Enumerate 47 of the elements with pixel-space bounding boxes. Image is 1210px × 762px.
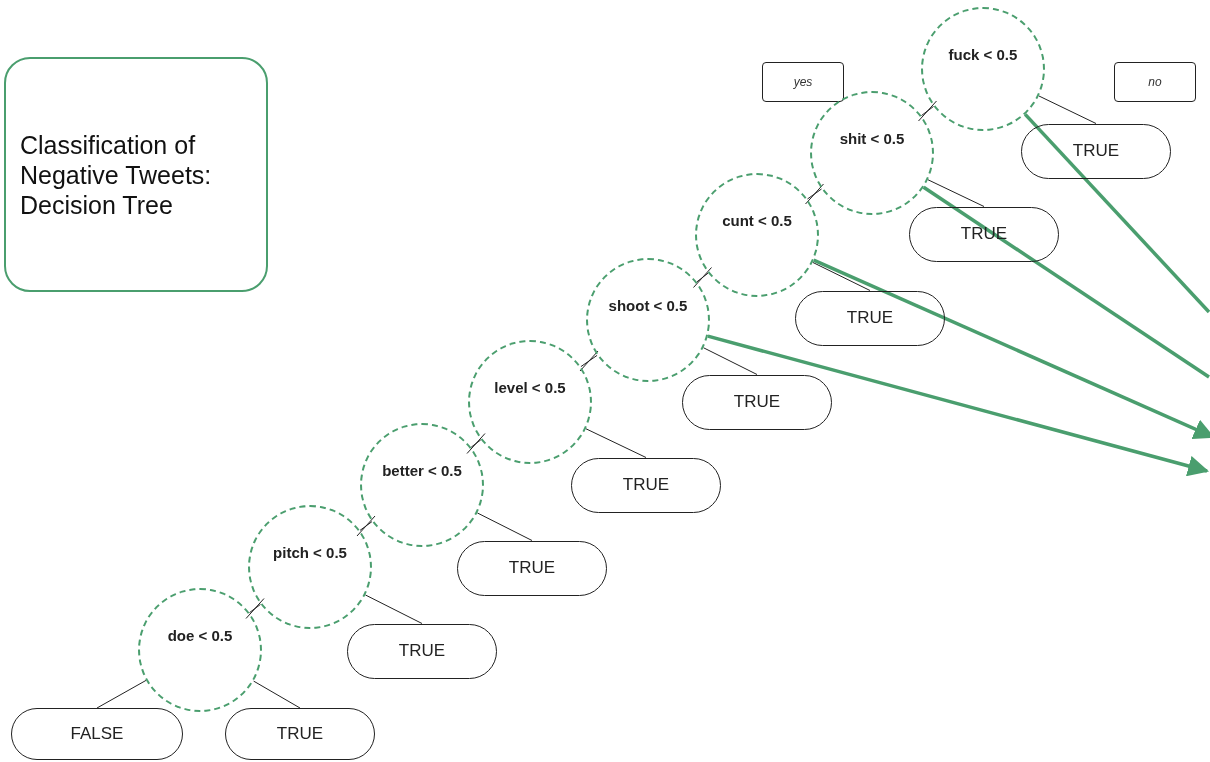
branch-line	[702, 347, 758, 375]
class-label: TRUE	[398, 641, 446, 661]
class-label: TRUE	[1072, 141, 1120, 161]
decision-node	[360, 423, 484, 547]
class-label: TRUE	[276, 724, 324, 744]
branch-line	[466, 433, 486, 454]
class-label: TRUE	[508, 558, 556, 578]
branch-line	[356, 515, 376, 537]
branch-line	[364, 594, 423, 624]
decision-node	[810, 91, 934, 215]
pointer-arrow	[813, 258, 1210, 439]
branch-line	[96, 679, 147, 709]
branch-line	[476, 512, 533, 541]
split-condition: cunt < 0.5	[722, 211, 792, 229]
branch-label: no	[1148, 75, 1162, 89]
branch-line	[245, 598, 265, 619]
split-condition: level < 0.5	[494, 378, 566, 396]
class-label: TRUE	[846, 308, 894, 328]
decision-node	[921, 7, 1045, 131]
title-panel	[4, 57, 268, 292]
decision-node	[695, 173, 819, 297]
branch-line	[927, 179, 985, 207]
branch-tag	[762, 62, 844, 102]
branch-line	[585, 428, 647, 458]
split-condition: fuck < 0.5	[948, 45, 1018, 63]
split-condition: shoot < 0.5	[608, 296, 688, 314]
class-label: TRUE	[733, 392, 781, 412]
branch-label: yes	[793, 75, 813, 89]
branch-line	[812, 261, 871, 291]
branch-line	[253, 680, 301, 709]
decision-node	[138, 588, 262, 712]
split-condition: shit < 0.5	[839, 129, 905, 147]
split-condition: doe < 0.5	[167, 626, 233, 644]
title-text: Classification of Negative Tweets: Decision Tree	[20, 129, 213, 220]
decision-node	[468, 340, 592, 464]
branch-tag	[1114, 62, 1196, 102]
branch-line	[918, 100, 937, 122]
class-label: FALSE	[70, 724, 124, 744]
split-condition: better < 0.5	[382, 461, 462, 479]
decision-node	[248, 505, 372, 629]
pointer-arrow	[707, 334, 1210, 477]
branch-line	[693, 267, 712, 288]
split-condition: pitch < 0.5	[273, 543, 347, 561]
branch-line	[805, 183, 824, 205]
branch-line	[1038, 95, 1097, 124]
decision-node	[586, 258, 710, 382]
class-label: TRUE	[622, 475, 670, 495]
